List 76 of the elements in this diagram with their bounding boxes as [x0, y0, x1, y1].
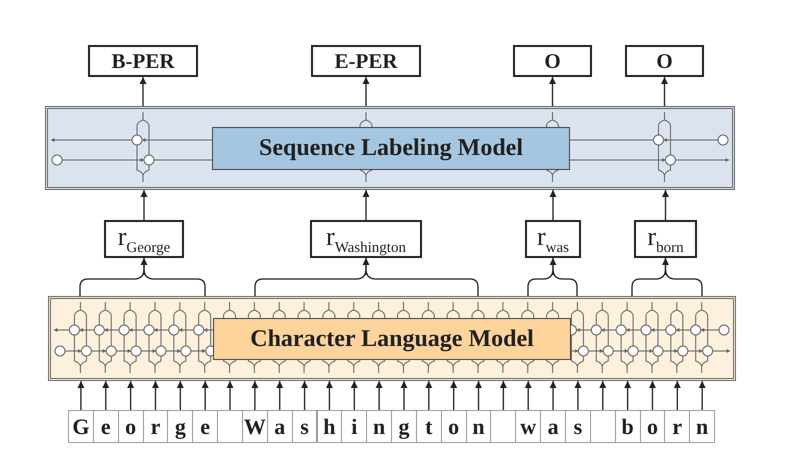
model-band — [48, 296, 736, 381]
character-cell: t — [416, 410, 442, 443]
arrow — [500, 381, 507, 410]
arrow — [475, 381, 482, 410]
character-cell: G — [68, 410, 94, 443]
arrow — [376, 381, 383, 410]
tag-box: O — [513, 45, 592, 77]
arrow — [202, 381, 209, 410]
arrow — [251, 381, 258, 410]
character-cell: r — [142, 410, 168, 443]
representation-box: r$_{was}$ — [525, 220, 581, 258]
arrow — [362, 77, 370, 106]
character-cell: W — [242, 410, 268, 443]
arrow — [102, 381, 110, 410]
character-cell: b — [614, 410, 641, 443]
character-cell — [490, 410, 516, 443]
character-cell: o — [440, 410, 467, 443]
character-cell: a — [266, 410, 293, 443]
character-cell: e — [92, 410, 119, 443]
arrow — [140, 190, 148, 220]
arrow — [301, 381, 308, 410]
arrow — [662, 190, 669, 220]
character-cell: g — [167, 410, 194, 443]
arrow — [226, 381, 234, 410]
character-cell: n — [366, 410, 392, 443]
arrow — [550, 190, 556, 220]
representation-box: r$_{born}$ — [634, 220, 697, 258]
arrow — [524, 381, 532, 410]
character-cell — [590, 410, 616, 443]
arrow — [574, 381, 582, 410]
arrow — [624, 381, 632, 410]
model-label: Character Language Model — [213, 318, 571, 360]
arrow — [77, 381, 84, 410]
character-cell: o — [118, 410, 144, 443]
tag-box: E-PER — [311, 45, 421, 77]
arrow — [400, 381, 408, 410]
model-band — [45, 106, 735, 190]
character-cell: i — [341, 410, 368, 443]
arrow — [698, 381, 706, 410]
brace-arrow — [254, 257, 479, 297]
arrow — [350, 381, 358, 410]
arrow — [549, 77, 556, 106]
arrow — [599, 381, 606, 410]
character-cell — [217, 410, 243, 443]
character-cell: s — [292, 410, 318, 443]
arrow — [140, 77, 146, 106]
character-cell: s — [565, 410, 591, 443]
arrow — [550, 381, 557, 410]
arrow — [648, 381, 656, 410]
arrow — [362, 190, 370, 220]
arrow — [326, 381, 333, 410]
tag-box: O — [625, 45, 704, 77]
character-cell: w — [515, 410, 542, 443]
representation-box: r$_{Washington}$ — [310, 220, 422, 258]
brace-arrow — [631, 257, 703, 297]
arrow — [674, 381, 681, 410]
arrow — [425, 381, 432, 410]
arrow — [176, 381, 184, 410]
model-label: Sequence Labeling Model — [212, 127, 570, 170]
character-cell: h — [316, 410, 342, 443]
brace-arrow — [527, 257, 578, 297]
character-cell: r — [664, 410, 690, 443]
character-cell: n — [466, 410, 492, 443]
character-cell: n — [689, 410, 716, 443]
character-cell: a — [540, 410, 566, 443]
tag-box: B-PER — [88, 45, 198, 77]
arrow — [127, 381, 134, 410]
arrow — [450, 381, 458, 410]
representation-box: r$_{George}$ — [104, 220, 184, 258]
character-cell: g — [391, 410, 417, 443]
arrow — [152, 381, 159, 410]
character-cell: o — [640, 410, 666, 443]
arrow — [276, 381, 284, 410]
brace-arrow — [79, 257, 206, 297]
character-cell: e — [192, 410, 218, 443]
arrow — [661, 77, 668, 106]
